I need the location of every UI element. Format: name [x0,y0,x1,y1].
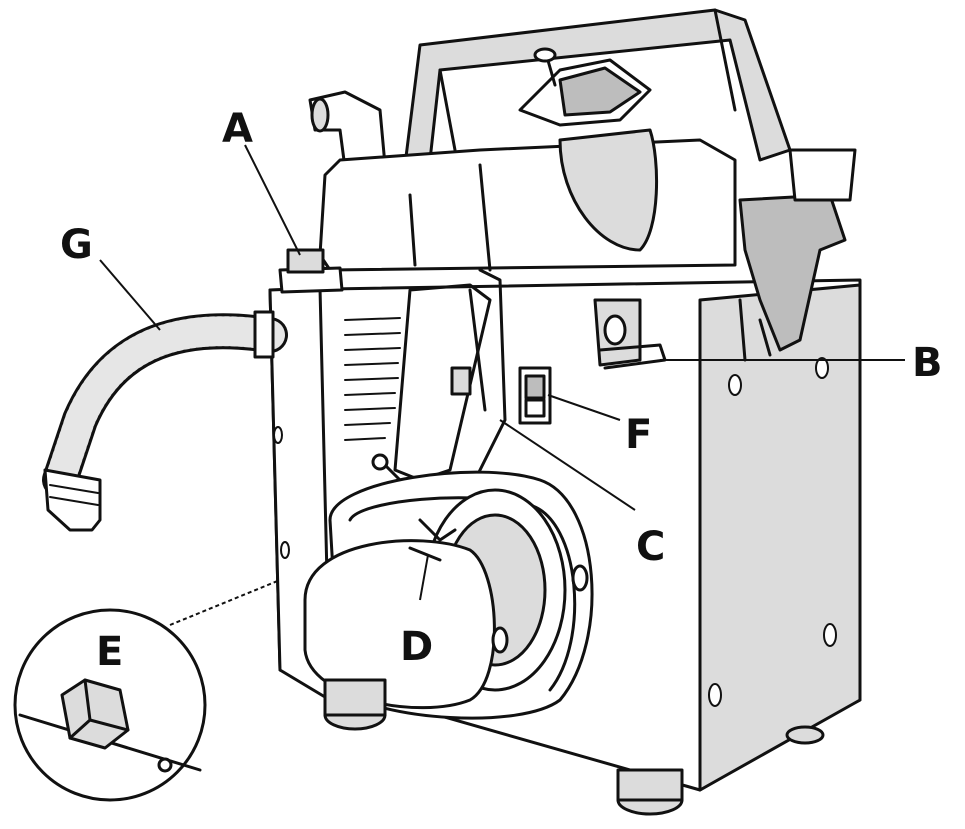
frame-arm [738,148,857,362]
starter-housing [303,470,594,720]
callout-a: A [222,106,253,152]
carry-handle [403,8,792,167]
bolt-a [278,248,344,294]
callout-d: D [400,624,433,670]
callout-g: G [60,222,93,268]
switch-f [518,366,552,425]
feet [323,678,825,816]
fuel-cap [518,47,652,127]
callout-b: B [912,340,943,386]
leader-lines [99,144,905,601]
callout-c: C [636,524,665,570]
hose-g [42,310,288,532]
cooling-fins [344,317,401,441]
callout-labels: A B C D E F G [60,106,943,675]
clip-b [593,298,667,370]
callout-e: E [96,629,123,675]
drain-plug-inset [13,579,281,802]
callout-f: F [625,412,652,458]
